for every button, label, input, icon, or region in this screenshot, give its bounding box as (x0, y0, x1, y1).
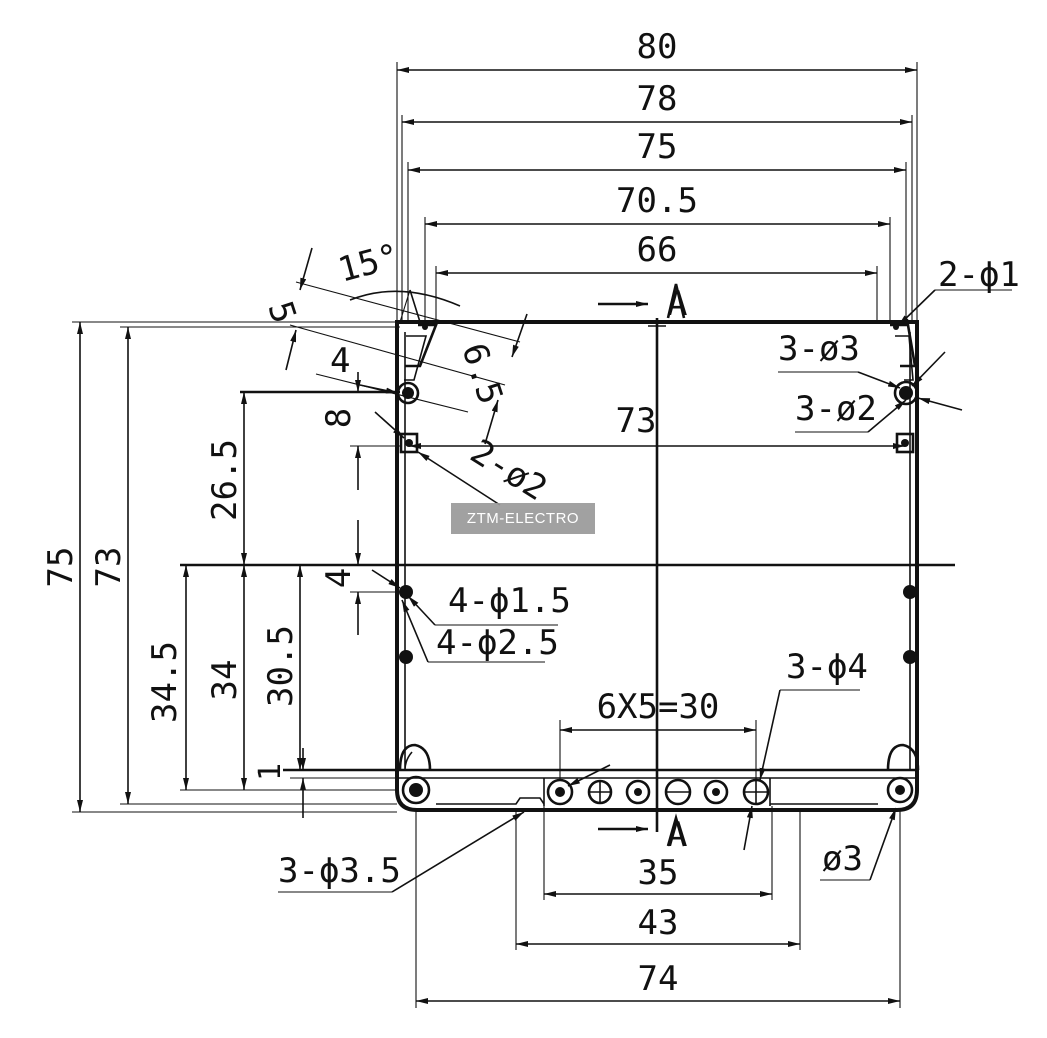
callout-3-phi3: 3-ø3 (778, 329, 860, 369)
section-marker-top (598, 283, 686, 327)
corner-hole-bottom-left (401, 775, 431, 805)
corner-hole-top-right (893, 380, 919, 406)
dim-15-degree: 15° (334, 236, 404, 291)
dim-75-height: 75 (41, 547, 81, 588)
pitch-dimension (559, 720, 757, 780)
dim-75-width: 75 (637, 127, 678, 167)
dim-73-width: 73 (616, 401, 657, 441)
top-dimensions (396, 62, 918, 449)
dim-4-mid: 4 (319, 568, 359, 588)
section-label-bottom: A (667, 815, 687, 855)
centre-lines (180, 318, 955, 832)
callout-3-phi3-5: 3-ϕ3.5 (278, 851, 401, 891)
section-label-top: A (667, 284, 687, 324)
watermark: ZTM-ELECTRO (451, 503, 595, 534)
dim-4-top: 4 (330, 341, 350, 381)
dim-6-5: 6.5 (453, 338, 510, 409)
watermark-text: ZTM-ELECTRO (466, 510, 580, 527)
callout-3-phi4: 3-ϕ4 (786, 647, 868, 687)
dim-26-5: 26.5 (205, 439, 245, 521)
dim-chamfer-5: 5 (259, 296, 303, 328)
dim-78: 78 (637, 79, 678, 119)
dim-66: 66 (637, 230, 678, 270)
bottom-dimensions (415, 806, 901, 1008)
dim-73-height: 73 (89, 547, 129, 588)
dim-43: 43 (638, 903, 679, 943)
callout-3-phi2: 3-ø2 (795, 389, 877, 429)
corner-hole-bottom-right (886, 776, 914, 804)
chamfer-callouts (285, 247, 528, 445)
callout-phi3: ø3 (822, 839, 863, 879)
dim-1: 1 (253, 763, 288, 781)
left-dimensions (72, 321, 400, 818)
dim-30-5: 30.5 (261, 625, 301, 707)
section-marker-bottom (598, 813, 686, 847)
side-hole (399, 585, 413, 599)
dim-35: 35 (638, 853, 679, 893)
dim-34-5: 34.5 (145, 641, 185, 723)
callout-4-phi1-5: 4-ϕ1.5 (448, 581, 571, 621)
dim-34: 34 (205, 660, 245, 701)
dim-74: 74 (638, 959, 679, 999)
dim-70-5: 70.5 (616, 181, 698, 221)
dim-8: 8 (319, 408, 359, 428)
callout-4-phi2-5: 4-ϕ2.5 (436, 623, 559, 663)
dim-80: 80 (637, 27, 678, 67)
callout-2-phi2: 2-ø2 (463, 432, 554, 509)
callout-2-phi1: 2-ϕ1 (938, 255, 1020, 295)
dim-pitch: 6X5=30 (597, 687, 720, 727)
hole-leaders (278, 289, 1012, 893)
